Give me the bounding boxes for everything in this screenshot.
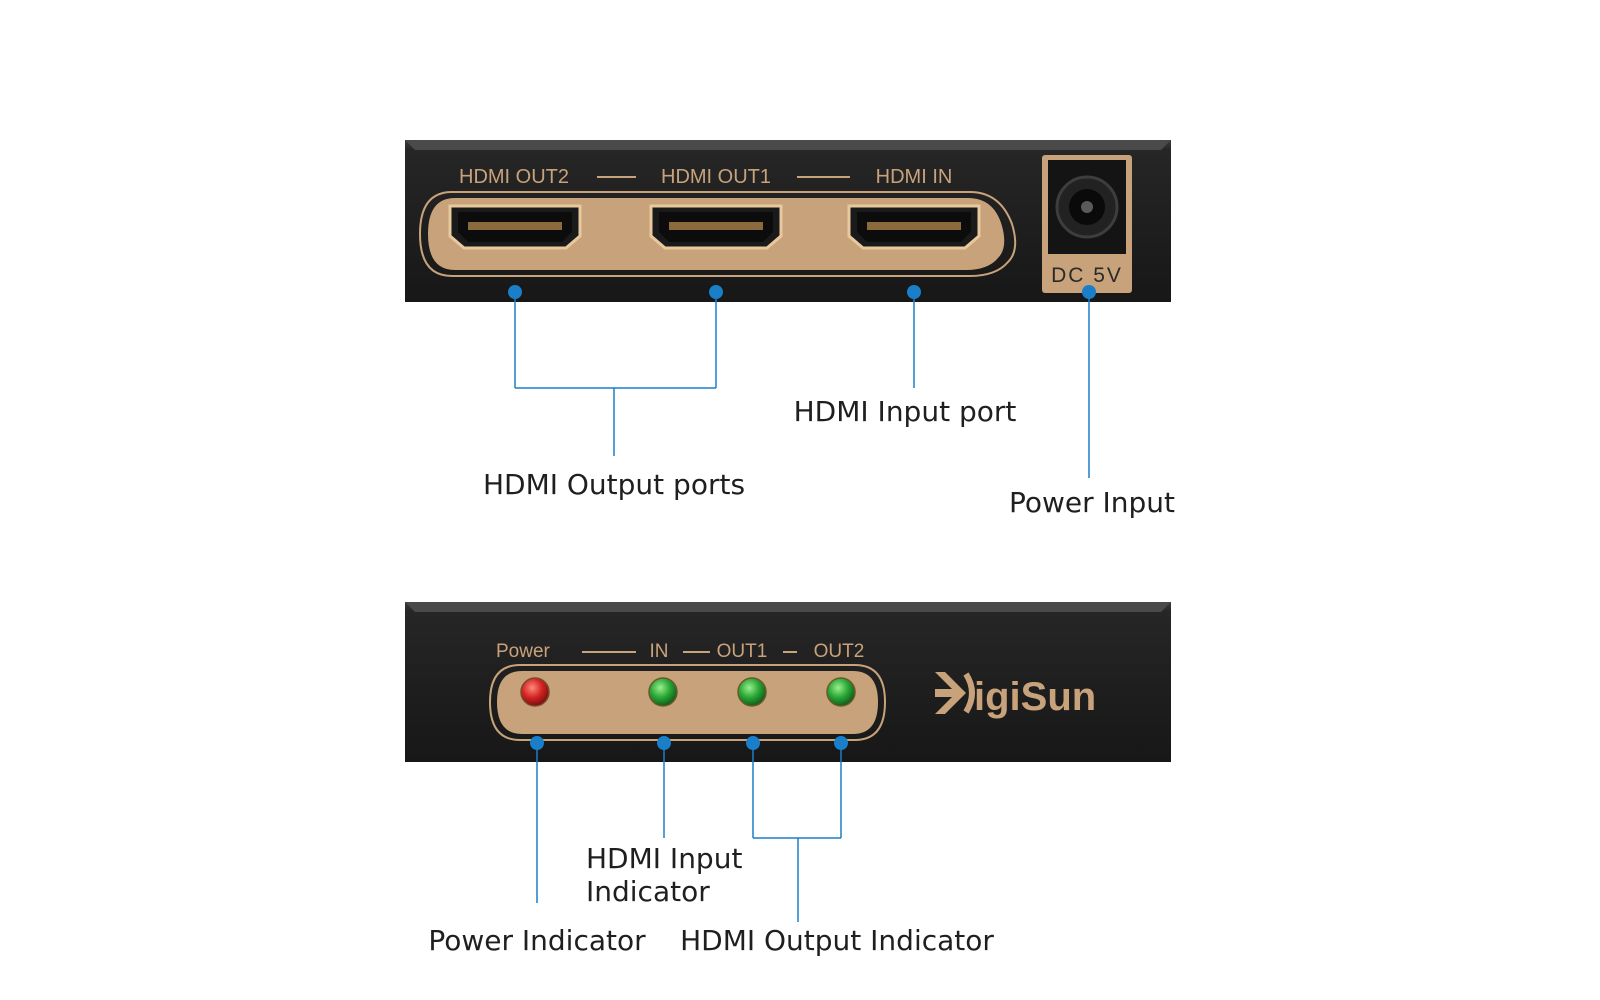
callout-hdmi-input-indicator-line1: HDMI Input bbox=[586, 842, 742, 875]
front-panel-bevel bbox=[405, 602, 1171, 612]
rear-panel: HDMI OUT2 HDMI OUT1 HDMI IN bbox=[405, 140, 1171, 302]
front-callout-dots bbox=[530, 736, 848, 750]
port-plate-outline bbox=[418, 191, 1017, 277]
callout-power-input: Power Input bbox=[1009, 486, 1175, 519]
dc-power-jack[interactable]: DC 5V bbox=[1042, 155, 1132, 293]
out1-led bbox=[737, 677, 767, 707]
label-dc-5v: DC 5V bbox=[1051, 264, 1123, 287]
label-hdmi-out2: HDMI OUT2 bbox=[459, 166, 569, 188]
callout-dot bbox=[834, 736, 848, 750]
callout-dot bbox=[1082, 285, 1096, 299]
label-hdmi-in: HDMI IN bbox=[876, 166, 953, 188]
callout-power-indicator: Power Indicator bbox=[428, 924, 646, 957]
logo-wordmark: igiSun bbox=[974, 675, 1096, 719]
label-out2: OUT2 bbox=[814, 641, 865, 662]
callout-dot bbox=[508, 285, 522, 299]
out2-led bbox=[826, 677, 856, 707]
callout-dot bbox=[530, 736, 544, 750]
hdmi-in-port[interactable] bbox=[847, 204, 981, 250]
callout-hdmi-output-ports: HDMI Output ports bbox=[483, 468, 745, 501]
label-out1: OUT1 bbox=[717, 641, 768, 662]
logo-d-arc bbox=[963, 672, 975, 714]
callout-dot bbox=[709, 285, 723, 299]
logo-d-mark bbox=[935, 672, 966, 714]
hdmi-out1-port[interactable] bbox=[649, 204, 783, 250]
callout-hdmi-input-indicator-line2: Indicator bbox=[586, 875, 710, 908]
label-power: Power bbox=[496, 641, 551, 662]
power-led bbox=[520, 677, 550, 707]
rear-panel-bevel bbox=[405, 140, 1171, 150]
in-led bbox=[648, 677, 678, 707]
led-plate bbox=[497, 671, 878, 734]
callout-hdmi-input-port: HDMI Input port bbox=[794, 395, 1017, 428]
callout-hdmi-output-indicator: HDMI Output Indicator bbox=[680, 924, 994, 957]
dc-jack-pin bbox=[1081, 201, 1093, 213]
digisun-logo: igiSun bbox=[935, 672, 1096, 719]
front-callout-leaders bbox=[536, 743, 842, 922]
callout-dot bbox=[746, 736, 760, 750]
led-plate-outline bbox=[488, 664, 887, 741]
hdmi-out2-port[interactable] bbox=[448, 204, 582, 250]
label-hdmi-out1: HDMI OUT1 bbox=[661, 166, 771, 188]
rear-callout-leaders bbox=[514, 292, 1090, 478]
callout-dot bbox=[657, 736, 671, 750]
rear-callout-dots bbox=[508, 285, 1096, 299]
label-in: IN bbox=[650, 641, 669, 662]
callout-dot bbox=[907, 285, 921, 299]
front-panel: Power IN OUT1 OUT2 igiSun bbox=[405, 602, 1171, 762]
